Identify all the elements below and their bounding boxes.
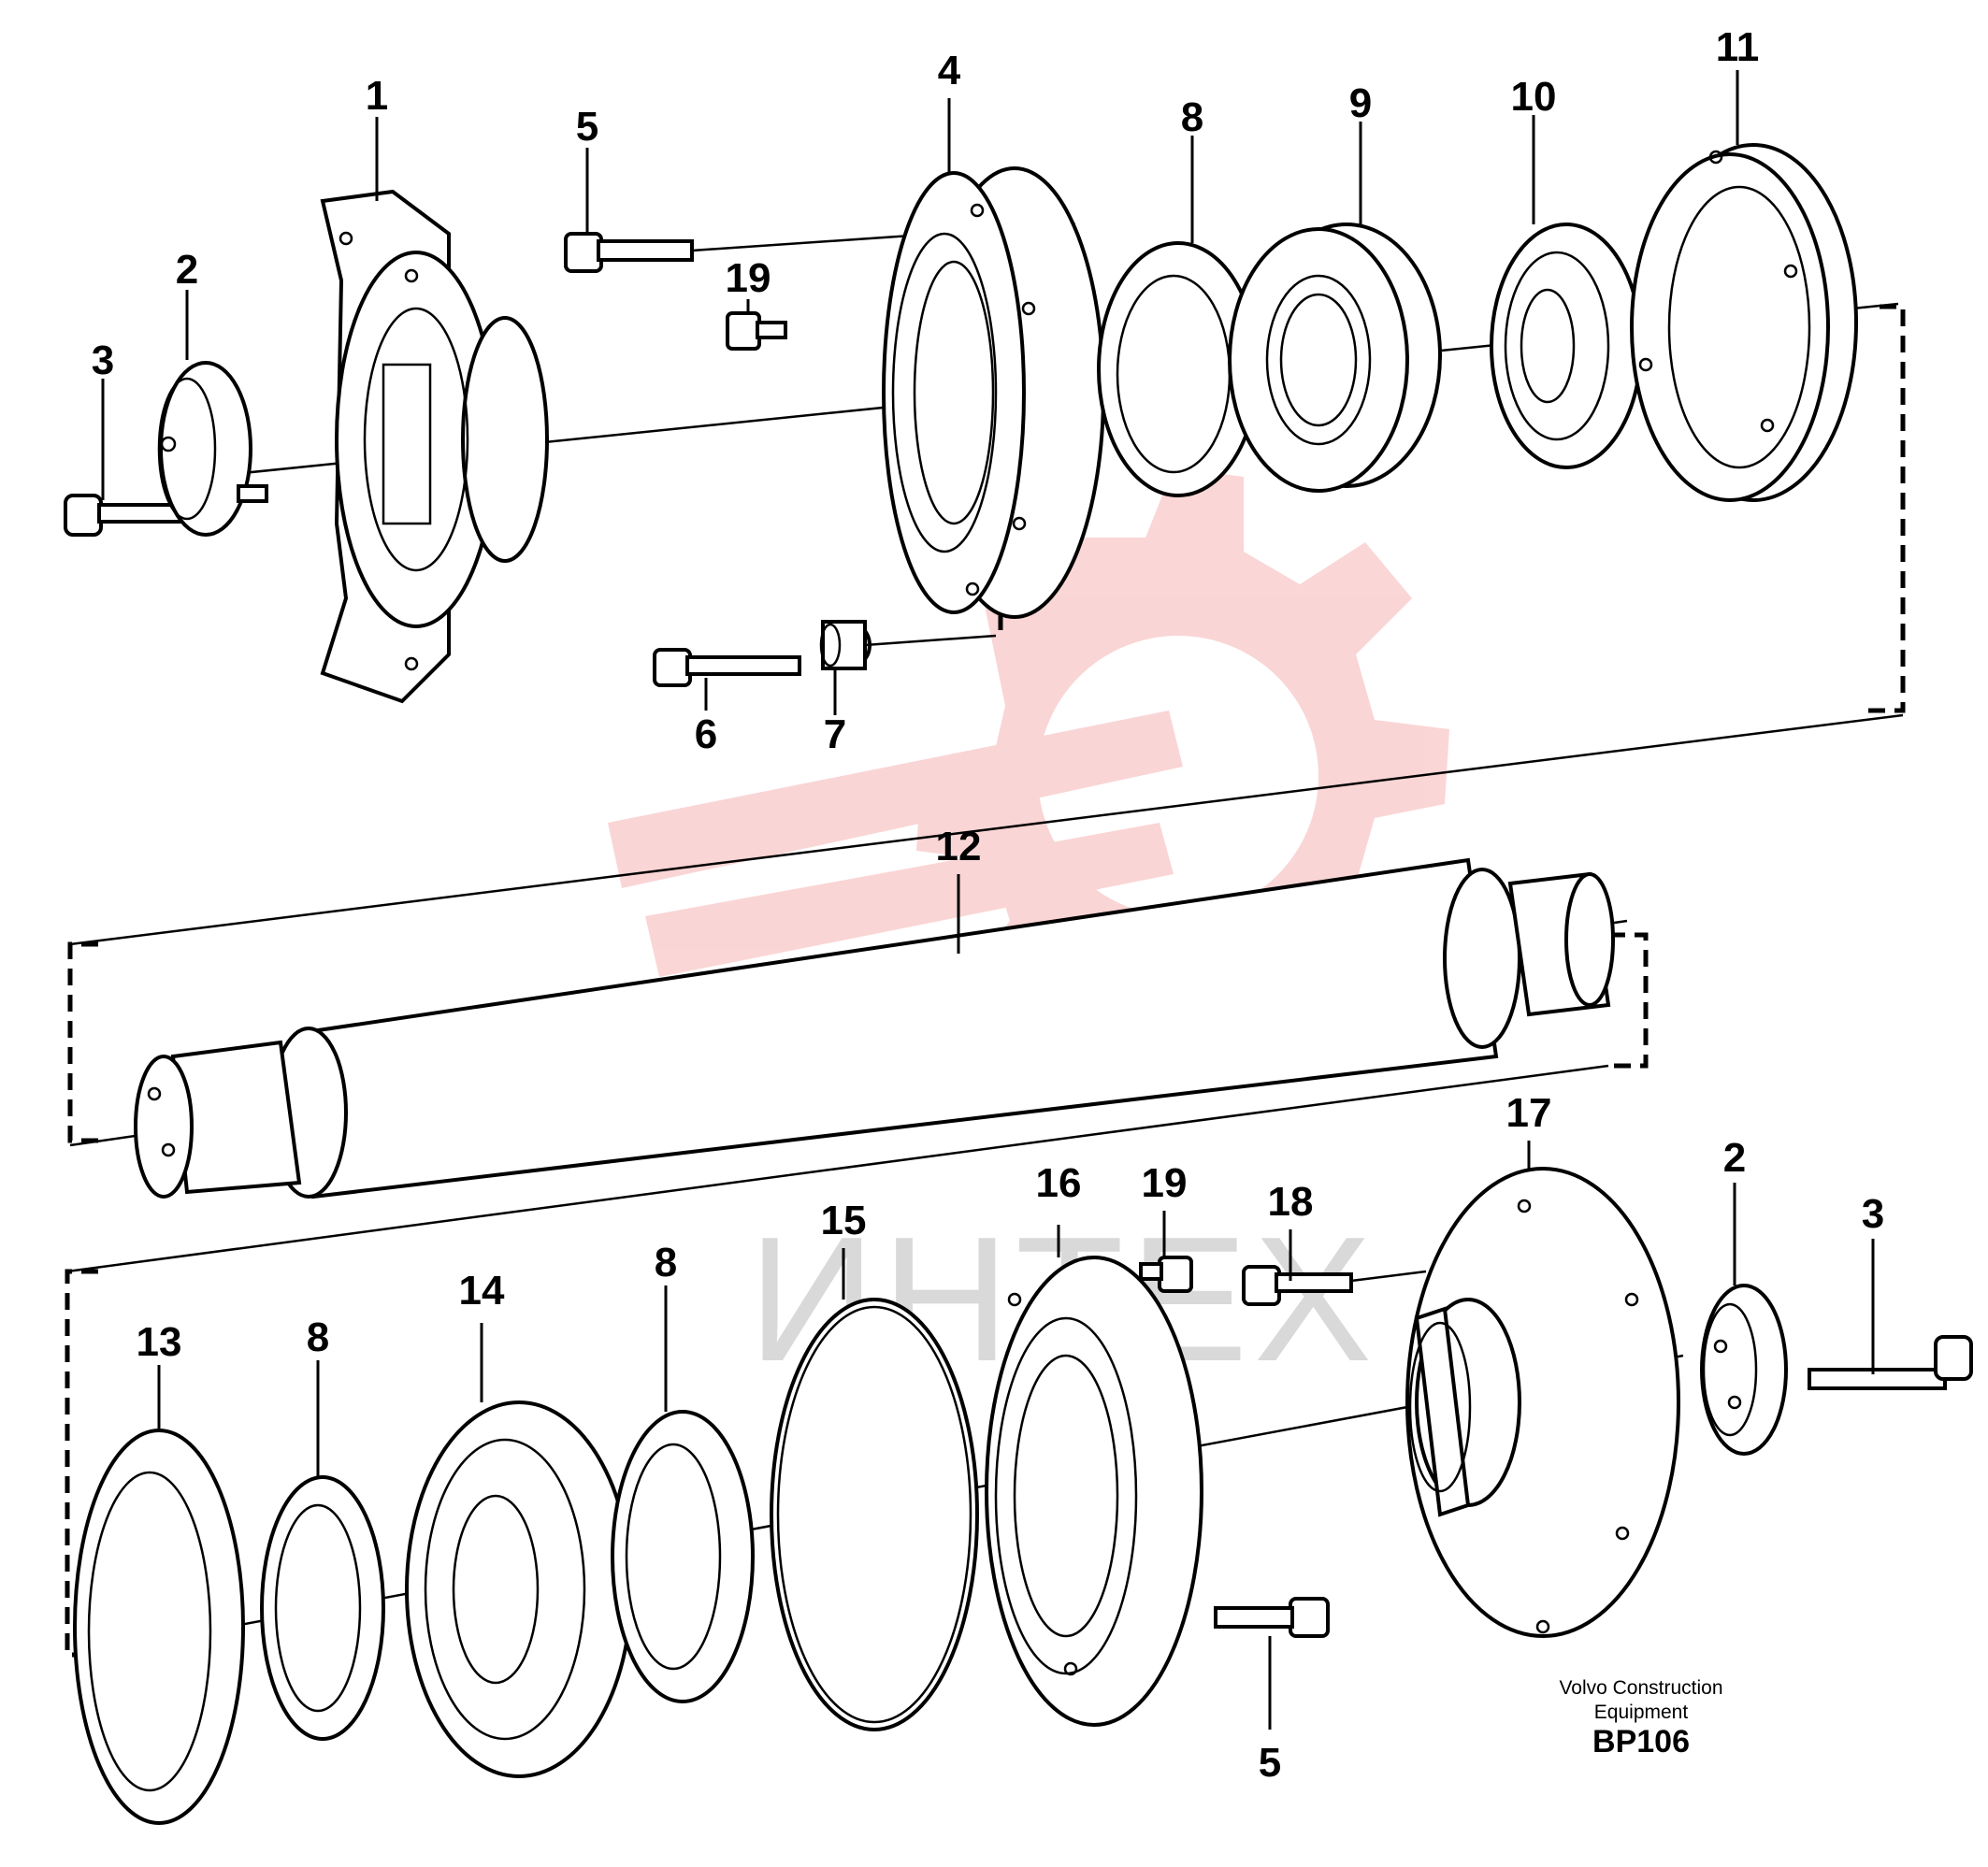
credit-line-2: Equipment — [1594, 1702, 1689, 1723]
part-19-plug-bottom — [1139, 1256, 1193, 1293]
part-11-cover-ring — [1630, 143, 1858, 502]
leader-lines — [101, 70, 1875, 1730]
callout-19-bottom: 19 — [1142, 1160, 1188, 1206]
callout-18: 18 — [1268, 1179, 1314, 1225]
part-2-washer-bottom — [1700, 1284, 1788, 1456]
callout-2-top: 2 — [176, 247, 198, 293]
part-12-shaft — [134, 857, 1615, 1199]
callout-9: 9 — [1349, 80, 1372, 126]
watermark-gear-logo — [608, 467, 1449, 1061]
callout-16: 16 — [1036, 1160, 1082, 1206]
part-17-output-flange — [1405, 1167, 1680, 1638]
part-13-seal-ring — [73, 1429, 245, 1825]
part-14-bearing — [405, 1400, 633, 1778]
callout-3-bottom: 3 — [1862, 1191, 1884, 1237]
callout-10: 10 — [1511, 74, 1557, 120]
part-9-bearing — [1228, 223, 1442, 493]
credit-line-1: Volvo Construction — [1559, 1677, 1722, 1699]
part-5-bolt-top — [564, 223, 1076, 273]
callout-2-bottom: 2 — [1723, 1135, 1746, 1181]
callout-17: 17 — [1506, 1090, 1552, 1136]
part-4-housing-flange — [882, 166, 1105, 619]
part-7-spacer — [819, 620, 997, 670]
part-15-o-ring — [770, 1298, 979, 1731]
part-8-ring-bottom-middle — [611, 1410, 755, 1703]
callout-15: 15 — [821, 1198, 867, 1243]
part-16-cover-flange — [985, 1256, 1203, 1727]
callout-7: 7 — [824, 711, 846, 757]
leader-line-12-top — [69, 713, 1904, 946]
callout-4: 4 — [938, 48, 961, 93]
dashed-connector-right-top — [1861, 304, 1906, 713]
callout-11: 11 — [1716, 24, 1760, 70]
callout-12: 12 — [936, 824, 982, 869]
part-8-ring-bottom-left — [260, 1475, 385, 1741]
callout-8-bottom-left: 8 — [307, 1314, 329, 1360]
part-3-bolt-bottom — [1808, 1335, 1973, 1390]
callout-8-top: 8 — [1181, 94, 1203, 140]
callout-3-top: 3 — [92, 337, 114, 383]
callout-1: 1 — [366, 73, 388, 119]
callout-5-top: 5 — [576, 104, 598, 150]
part-18-bolt — [1242, 1265, 1427, 1306]
part-19-plug-top — [726, 311, 787, 351]
part-2-washer-top — [157, 361, 268, 537]
part-3-bolt-top — [64, 494, 190, 537]
callout-19-top: 19 — [726, 255, 771, 301]
callout-14: 14 — [459, 1268, 505, 1314]
dashed-connector-right-shaft — [1608, 932, 1649, 1069]
part-6-bolt — [653, 648, 801, 687]
part-1-companion-flange — [320, 189, 549, 704]
callout-6: 6 — [695, 711, 717, 757]
callout-5-bottom: 5 — [1259, 1740, 1281, 1786]
diagram-code: BP106 — [1592, 1724, 1690, 1759]
leader-line-12-bottom — [66, 1064, 1609, 1273]
part-5-bolt-bottom — [1214, 1597, 1330, 1638]
callout-8-bottom-middle: 8 — [655, 1240, 677, 1285]
part-10-seal — [1490, 223, 1643, 469]
dashed-connector-left-shaft — [67, 941, 98, 1143]
callout-13: 13 — [137, 1319, 182, 1365]
